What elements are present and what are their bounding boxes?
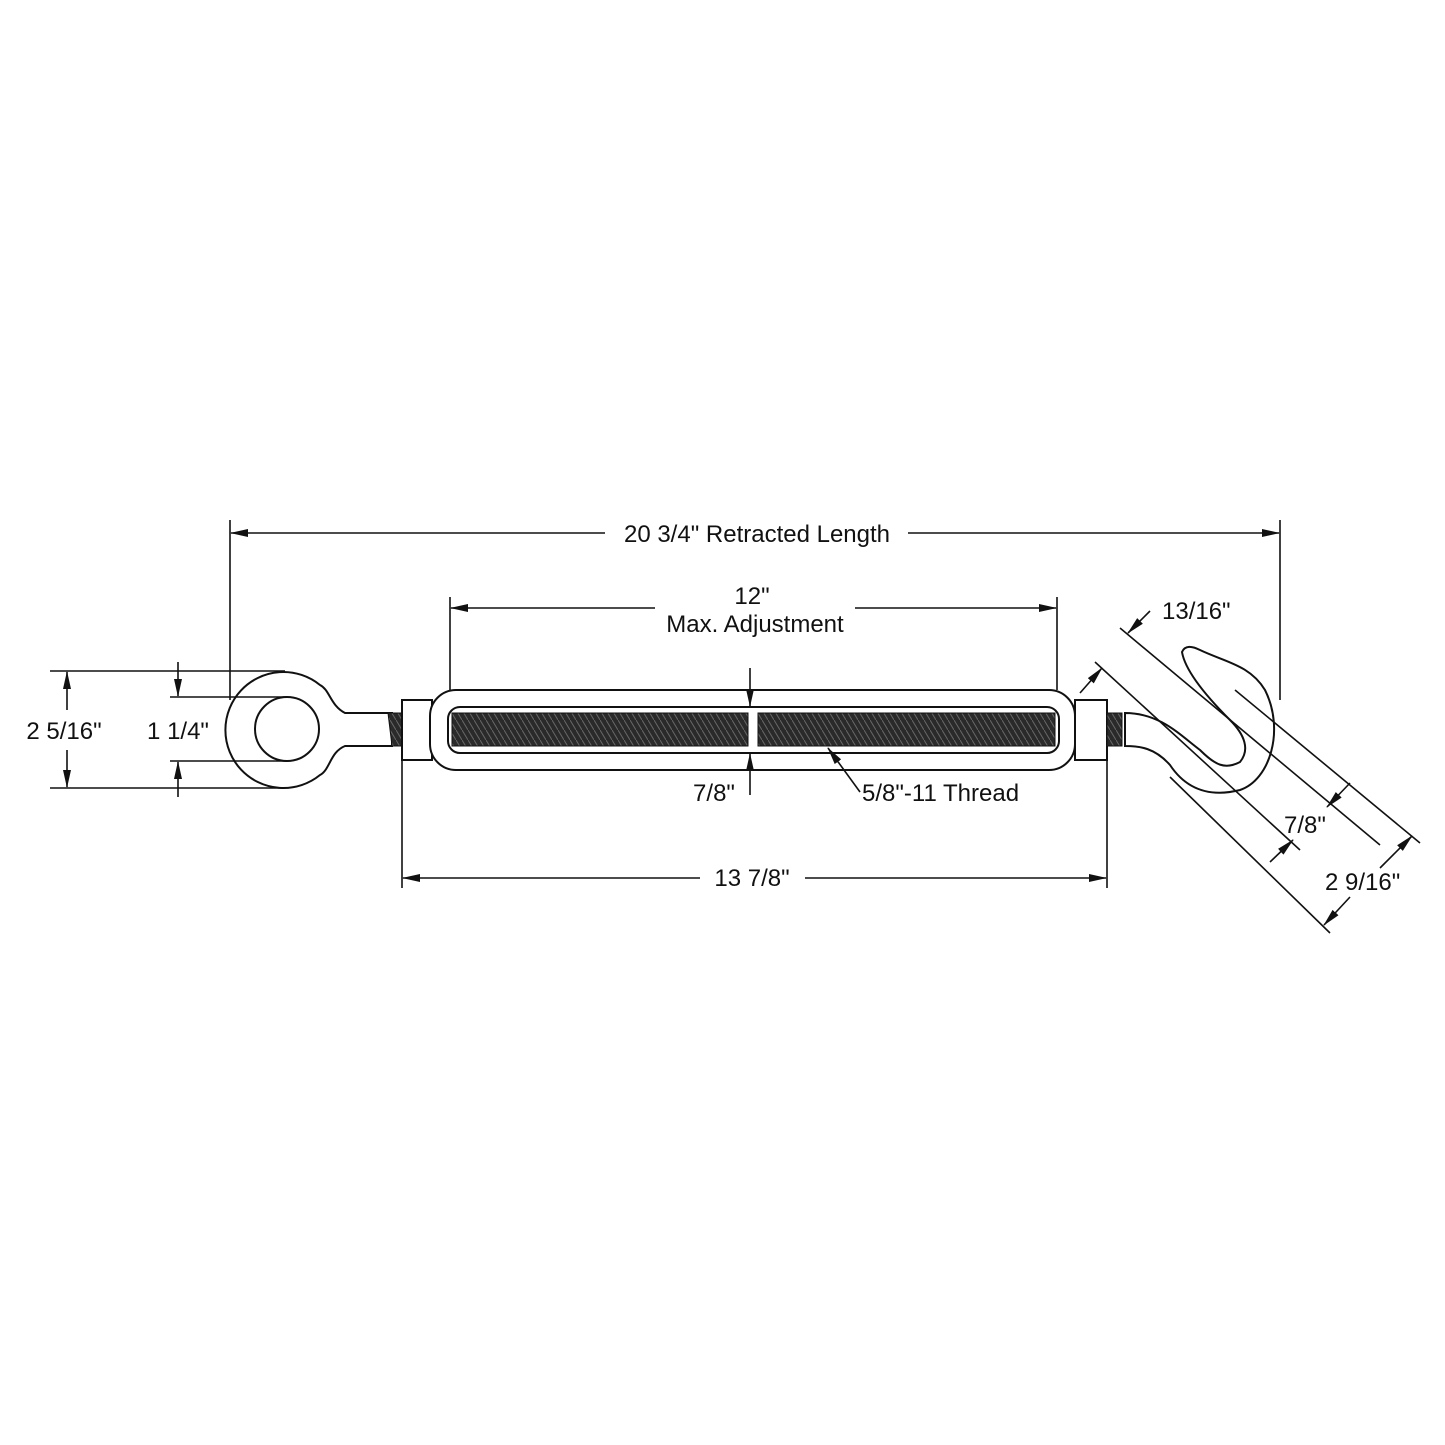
hook [1124, 645, 1276, 794]
eye-inner-label: 1 1/4" [147, 718, 209, 745]
hook-dimensions: 13/16" 7/8" 2 9/16" [1079, 598, 1421, 934]
eye-outer-dimension: 2 5/16" [26, 670, 285, 789]
thread-label: 5/8"-11 Thread [862, 780, 1019, 807]
max-adjustment-dimension: 12" Max. Adjustment [449, 583, 1058, 690]
body-length-dimension: 13 7/8" [401, 760, 1108, 892]
eye-bolt [224, 671, 403, 789]
body-length-label: 13 7/8" [714, 865, 789, 892]
eye-inner-dimension: 1 1/4" [147, 662, 287, 797]
body-width-label: 7/8" [693, 780, 735, 807]
thread-callout: 5/8"-11 Thread [827, 747, 1019, 807]
retracted-length-label: 20 3/4" Retracted Length [624, 521, 890, 548]
hook-inner-label: 7/8" [1284, 812, 1326, 839]
max-adjustment-value: 12" [734, 583, 769, 610]
retracted-length-dimension: 20 3/4" Retracted Length [229, 520, 1281, 700]
eye-outer-label: 2 5/16" [26, 718, 101, 745]
body-width-dimension: 7/8" [693, 668, 754, 807]
hook-throat-label: 13/16" [1162, 598, 1231, 625]
turnbuckle-body [401, 689, 1123, 771]
max-adjustment-label: Max. Adjustment [666, 611, 844, 638]
hook-outer-label: 2 9/16" [1325, 869, 1400, 896]
